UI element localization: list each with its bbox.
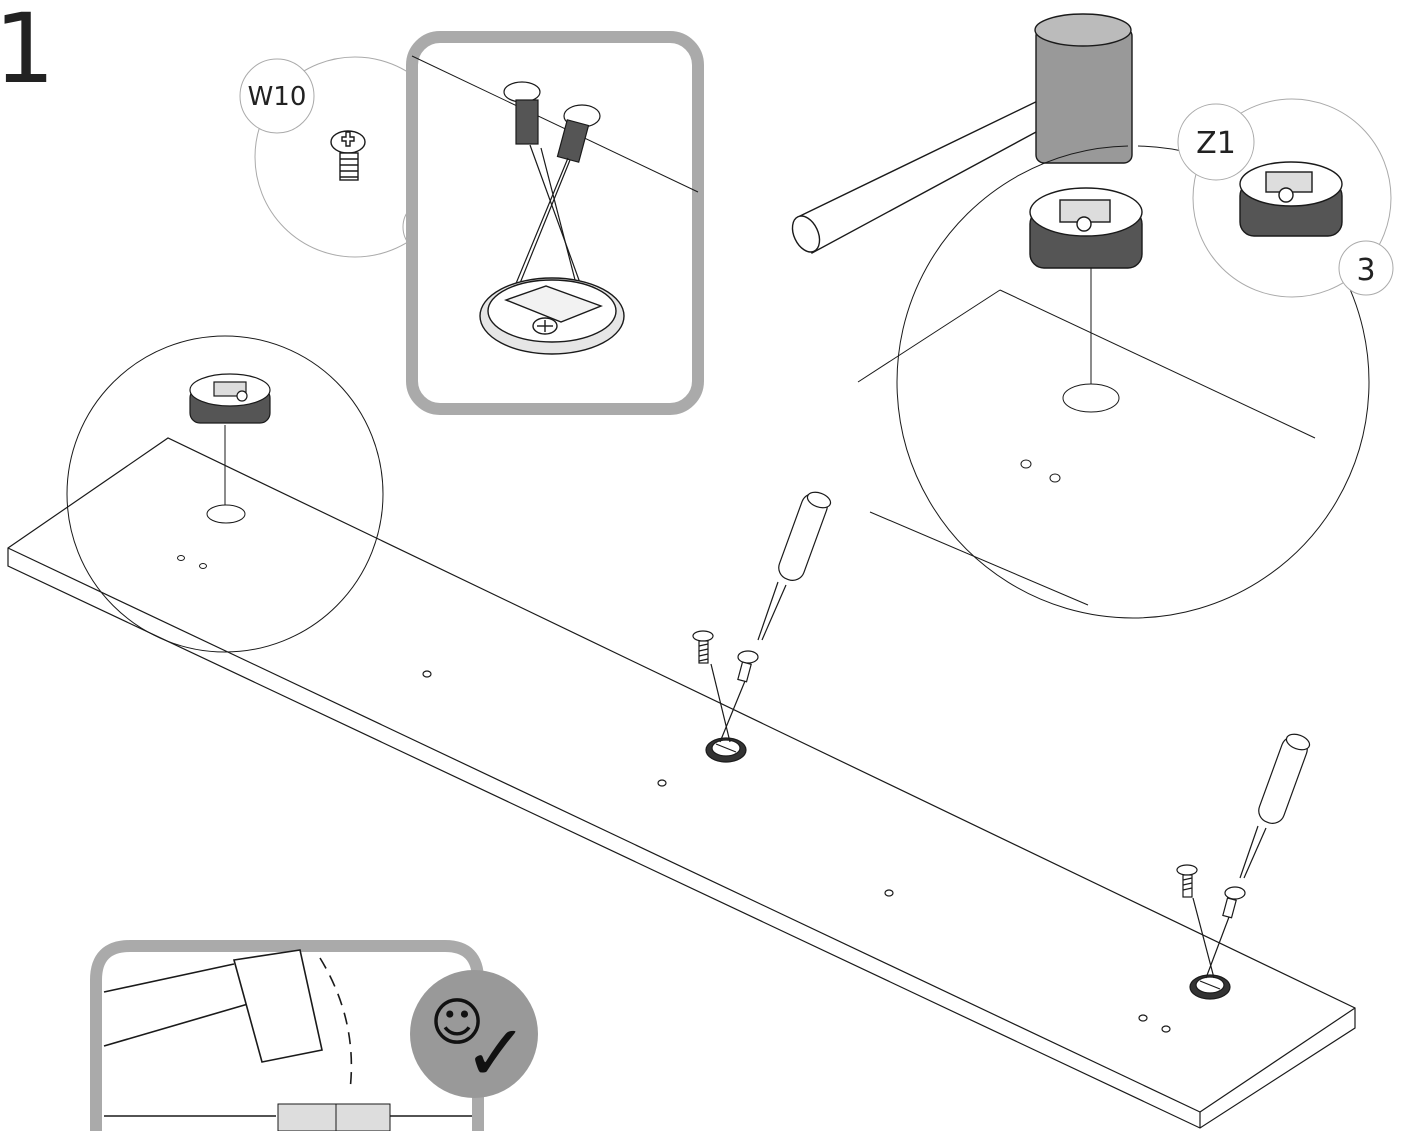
part-code-w10: W10 [248,82,307,112]
cam-seat-detail [479,277,625,355]
cam-seat-middle [705,737,747,763]
hammer-icon [791,13,1133,255]
smiley-icon: ☺ [430,993,484,1053]
cam-seat-right [1189,974,1231,1000]
cam-lock-icon [189,373,271,424]
screwdriver-icon [757,491,832,641]
screwdriver-icon [1239,733,1311,879]
step-number: 1 [0,0,55,105]
part-z1-callout: Z1 3 [1177,98,1394,298]
screw-icon [1176,864,1246,979]
detail-box-screws [406,31,704,415]
checkmark-icon: ✓ [463,1009,528,1099]
cam-lock-icon [1029,187,1143,269]
hint-box: ☺ ✓ [90,940,538,1131]
cam-lock-icon [1239,161,1343,237]
detail-circle-left [66,335,384,653]
screw-icon [692,630,759,743]
part-qty-z1: 3 [1356,253,1375,288]
screw-icon [330,130,366,181]
ok-badge [410,970,538,1098]
part-code-z1: Z1 [1196,126,1236,161]
board-panel [7,437,1356,1129]
